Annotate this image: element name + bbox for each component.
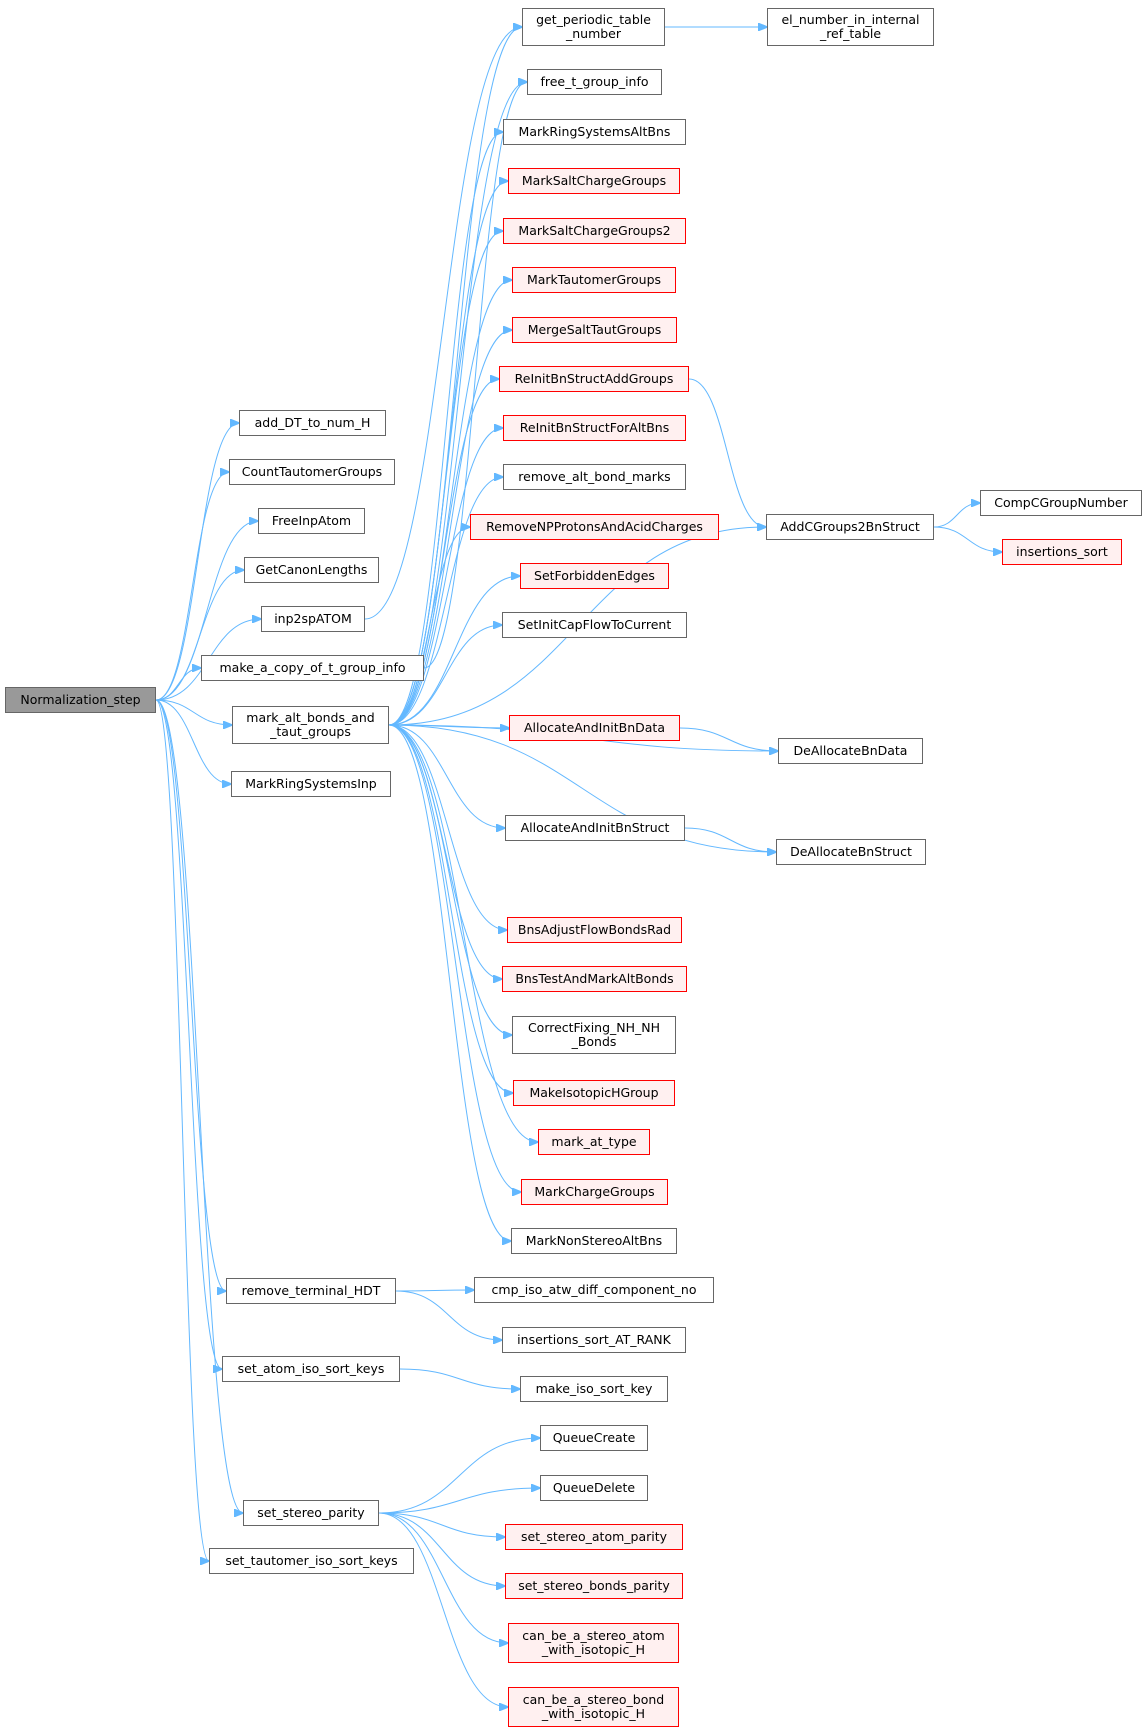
node-add-dt[interactable]: add_DT_to_num_H xyxy=(239,410,386,436)
edge-mark-alt-to-correct-fix xyxy=(388,724,512,1035)
node-cmp-iso[interactable]: cmp_iso_atw_diff_component_no xyxy=(474,1277,714,1303)
node-mark-ring-inp[interactable]: MarkRingSystemsInp xyxy=(231,771,391,797)
edge-mark-alt-to-reinit-add xyxy=(388,379,499,726)
node-comp-cgroup[interactable]: CompCGroupNumber xyxy=(980,490,1142,516)
edge-root-to-mark-alt xyxy=(155,699,232,725)
edge-set-stereo-to-can-atom xyxy=(378,1512,508,1643)
node-free-t-group[interactable]: free_t_group_info xyxy=(527,69,662,95)
node-make-copy[interactable]: make_a_copy_of_t_group_info xyxy=(201,655,424,681)
edge-mark-alt-to-mark-ring-alt xyxy=(388,132,503,726)
node-can-atom[interactable]: can_be_a_stereo_atom _with_isotopic_H xyxy=(508,1623,679,1663)
edge-mark-alt-to-remove-np xyxy=(388,527,470,726)
edge-mark-alt-to-bns-test xyxy=(388,724,502,979)
edge-alloc-struct-to-dealloc-struct xyxy=(684,827,776,852)
node-root[interactable]: Normalization_step xyxy=(5,687,156,713)
node-set-stereo-atom[interactable]: set_stereo_atom_parity xyxy=(505,1524,683,1550)
edge-set-stereo-to-can-bond xyxy=(378,1512,508,1707)
node-count-taut[interactable]: CountTautomerGroups xyxy=(229,459,395,485)
edge-add-cgroups-to-ins-sort xyxy=(933,526,1002,552)
node-el-number[interactable]: el_number_in_internal _ref_table xyxy=(767,8,934,46)
node-free-inp[interactable]: FreeInpAtom xyxy=(258,508,365,534)
edge-set-atom-iso-to-make-iso-key xyxy=(399,1368,520,1389)
node-get-periodic[interactable]: get_periodic_table _number xyxy=(522,8,665,46)
node-remove-alt[interactable]: remove_alt_bond_marks xyxy=(503,464,686,490)
node-can-bond[interactable]: can_be_a_stereo_bond _with_isotopic_H xyxy=(508,1687,679,1727)
node-bns-adjust[interactable]: BnsAdjustFlowBondsRad xyxy=(507,917,682,943)
node-merge-salt[interactable]: MergeSaltTautGroups xyxy=(512,317,677,343)
node-add-cgroups[interactable]: AddCGroups2BnStruct xyxy=(766,514,934,540)
edge-mark-alt-to-set-forbidden xyxy=(388,576,520,726)
node-inp2sp[interactable]: inp2spATOM xyxy=(261,606,365,632)
edge-root-to-mark-ring-inp xyxy=(155,699,231,784)
edge-inp2sp-to-get-periodic xyxy=(364,27,522,620)
edge-alloc-data-to-dealloc-data xyxy=(679,727,778,751)
node-set-init-cap[interactable]: SetInitCapFlowToCurrent xyxy=(502,612,687,638)
node-reinit-alt[interactable]: ReInitBnStructForAltBns xyxy=(503,415,686,441)
edge-mark-alt-to-alloc-struct xyxy=(388,724,505,828)
node-queue-delete[interactable]: QueueDelete xyxy=(540,1475,648,1501)
edge-mark-alt-to-make-iso-h xyxy=(388,724,513,1093)
edge-root-to-make-copy xyxy=(155,668,201,701)
edge-set-stereo-to-queue-delete xyxy=(378,1488,540,1514)
node-mark-taut[interactable]: MarkTautomerGroups xyxy=(512,267,676,293)
node-ins-sort-rank[interactable]: insertions_sort_AT_RANK xyxy=(502,1327,686,1353)
edge-mark-alt-to-bns-adjust xyxy=(388,724,507,930)
edge-mark-alt-to-mark-at-type xyxy=(388,724,538,1142)
edge-mark-alt-to-reinit-alt xyxy=(388,428,503,726)
node-mark-at-type[interactable]: mark_at_type xyxy=(538,1129,650,1155)
node-alloc-data[interactable]: AllocateAndInitBnData xyxy=(509,715,680,741)
node-queue-create[interactable]: QueueCreate xyxy=(540,1425,648,1451)
node-set-stereo-bonds[interactable]: set_stereo_bonds_parity xyxy=(505,1573,683,1599)
edge-reinit-add-to-add-cgroups xyxy=(688,378,766,527)
node-mark-nonstereo[interactable]: MarkNonStereoAltBns xyxy=(511,1228,677,1254)
node-remove-np[interactable]: RemoveNPProtonsAndAcidCharges xyxy=(470,514,719,540)
node-remove-hdt[interactable]: remove_terminal_HDT xyxy=(226,1278,396,1304)
node-get-canon[interactable]: GetCanonLengths xyxy=(244,557,379,583)
node-ins-sort[interactable]: insertions_sort xyxy=(1002,539,1122,565)
node-dealloc-data[interactable]: DeAllocateBnData xyxy=(778,738,923,764)
node-mark-salt2[interactable]: MarkSaltChargeGroups2 xyxy=(503,218,686,244)
edge-mark-alt-to-merge-salt xyxy=(388,330,512,726)
node-mark-alt[interactable]: mark_alt_bonds_and _taut_groups xyxy=(232,706,389,744)
edge-set-stereo-to-set-stereo-bonds xyxy=(378,1512,505,1586)
edge-make-copy-to-free-t-group xyxy=(423,82,527,669)
edge-mark-alt-to-mark-nonstereo xyxy=(388,724,511,1241)
node-correct-fix[interactable]: CorrectFixing_NH_NH _Bonds xyxy=(512,1016,676,1054)
edge-mark-alt-to-mark-charge xyxy=(388,724,521,1192)
edge-add-cgroups-to-comp-cgroup xyxy=(933,503,980,528)
edge-root-to-set-stereo xyxy=(155,699,243,1513)
edge-remove-hdt-to-cmp-iso xyxy=(395,1290,474,1291)
edge-mark-alt-to-mark-salt2 xyxy=(388,231,503,726)
node-mark-salt[interactable]: MarkSaltChargeGroups xyxy=(508,168,680,194)
edge-root-to-count-taut xyxy=(155,472,229,701)
edge-root-to-set-atom-iso xyxy=(155,699,222,1369)
edge-root-to-remove-hdt xyxy=(155,699,226,1291)
node-mark-charge[interactable]: MarkChargeGroups xyxy=(521,1179,668,1205)
edge-mark-alt-to-dealloc-struct xyxy=(388,724,776,852)
node-set-stereo[interactable]: set_stereo_parity xyxy=(243,1500,379,1526)
edge-mark-alt-to-set-init-cap xyxy=(388,625,502,726)
edge-root-to-set-taut-iso xyxy=(155,699,209,1561)
edge-set-stereo-to-set-stereo-atom xyxy=(378,1512,505,1537)
node-mark-ring-alt[interactable]: MarkRingSystemsAltBns xyxy=(503,119,686,145)
node-dealloc-struct[interactable]: DeAllocateBnStruct xyxy=(776,839,926,865)
node-make-iso-h[interactable]: MakeIsotopicHGroup xyxy=(513,1080,675,1106)
edge-remove-hdt-to-ins-sort-rank xyxy=(395,1290,502,1340)
edge-set-stereo-to-queue-create xyxy=(378,1438,540,1514)
node-alloc-struct[interactable]: AllocateAndInitBnStruct xyxy=(505,815,685,841)
node-set-atom-iso[interactable]: set_atom_iso_sort_keys xyxy=(222,1356,400,1382)
node-bns-test[interactable]: BnsTestAndMarkAltBonds xyxy=(502,966,687,992)
node-set-taut-iso[interactable]: set_tautomer_iso_sort_keys xyxy=(209,1548,414,1574)
node-set-forbidden[interactable]: SetForbiddenEdges xyxy=(520,563,669,589)
node-reinit-add[interactable]: ReInitBnStructAddGroups xyxy=(499,366,689,392)
edge-mark-alt-to-remove-alt xyxy=(388,477,503,726)
node-make-iso-key[interactable]: make_iso_sort_key xyxy=(520,1376,668,1402)
